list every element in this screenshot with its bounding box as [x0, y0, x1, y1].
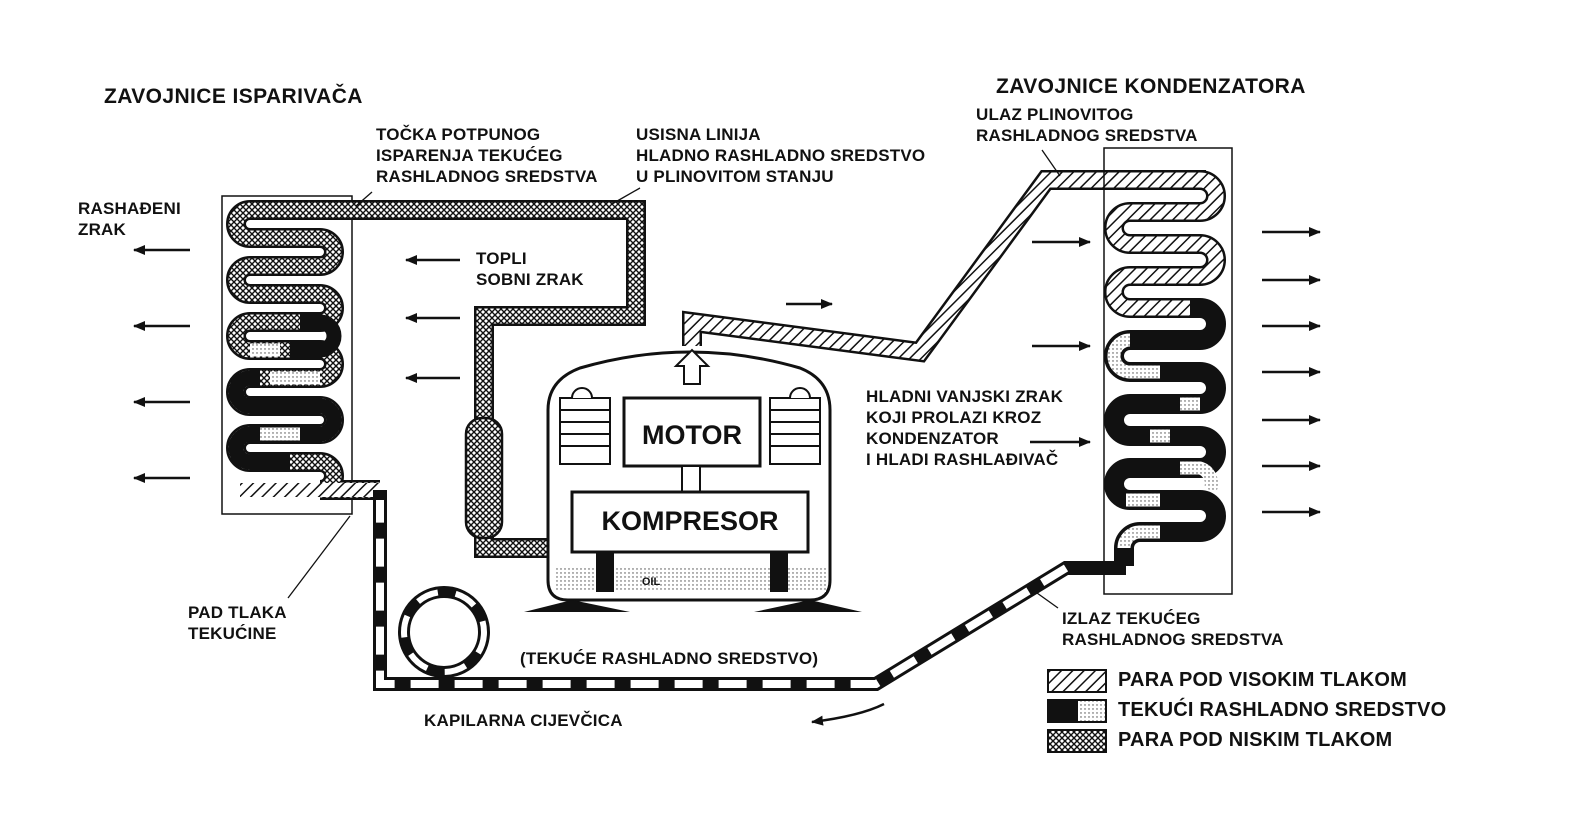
- suction-line-label: USISNA LINIJA HLADNO RASHLADNO SREDSTVO …: [636, 125, 926, 186]
- cooled-air-label: RASHAĐENI ZRAK: [78, 199, 181, 239]
- legend-swatch-cross: [1047, 729, 1107, 753]
- motor-label: MOTOR: [642, 420, 742, 450]
- evaporator-white-segments: [250, 343, 320, 441]
- gas-inlet-label: ULAZ PLINOVITOG RASHLADNOG SREDSTVA: [976, 105, 1198, 145]
- evaporator-coil: [221, 195, 380, 515]
- discharge-line: [682, 170, 1206, 363]
- oil-label: OIL: [641, 576, 661, 588]
- condenser-frame: [1103, 147, 1233, 595]
- return-arrow: [811, 702, 885, 726]
- compressor-box: [570, 490, 810, 554]
- evaporator-title: ZAVOJNICE ISPARIVAČA: [104, 85, 363, 108]
- legend-swatch-hatch: [1047, 669, 1107, 693]
- legend-label-high-pressure-vapor: PARA POD VISOKIM TLAKOM: [1118, 669, 1408, 691]
- liquid-outlet-label: IZLAZ TEKUĆEG RASHLADNOG SREDSTVA: [1062, 609, 1284, 649]
- condenser-hatch-section: [1106, 172, 1224, 316]
- legend-label-low-pressure-vapor: PARA POD NISKIM TLAKOM: [1118, 729, 1393, 751]
- legend-label-liquid-refrigerant: TEKUĆI RASHLADNO SREDSTVO: [1118, 699, 1447, 721]
- motor-box: [622, 396, 762, 468]
- legend-swatch-liquid-dark: [1047, 699, 1078, 723]
- condenser-coil: [1103, 147, 1233, 595]
- evaporator-frame: [221, 195, 353, 515]
- warm-room-air-label: TOPLI SOBNI ZRAK: [476, 249, 584, 289]
- air-arrows: [133, 227, 1321, 726]
- evaporator-liquid-segments: [228, 314, 342, 470]
- compressor-label: KOMPRESOR: [601, 506, 779, 536]
- cold-outside-air-label: HLADNI VANJSKI ZRAK KOJI PROLAZI KROZ KO…: [866, 387, 1064, 469]
- leader-lines: [287, 149, 1061, 609]
- full-evaporation-point-label: TOČKA POTPUNOG ISPARENJA TEKUĆEG RASHLAD…: [376, 125, 598, 186]
- condenser-white-segments: [1107, 333, 1218, 549]
- legend-swatches: [1047, 669, 1107, 753]
- left-winding: [559, 387, 611, 465]
- compressor-unit: [524, 348, 862, 612]
- liquid-line-white-dashes: [376, 500, 1069, 688]
- suction-line: [350, 200, 646, 558]
- capillary-label: KAPILARNA CIJEVČICA: [424, 711, 623, 730]
- condenser-title: ZAVOJNICE KONDENZATORA: [996, 75, 1306, 98]
- suction-accumulator: [464, 416, 504, 540]
- compressor-up-arrow: [673, 348, 711, 385]
- liquid-refrigerant-label: (TEKUĆE RASHLADNO SREDSTVO): [520, 649, 819, 668]
- liquid-line: [373, 490, 1126, 691]
- legend-swatch-liquid-light: [1076, 699, 1107, 723]
- pressure-drop-label: PAD TLAKA TEKUĆINE: [188, 603, 287, 643]
- right-winding: [769, 387, 821, 465]
